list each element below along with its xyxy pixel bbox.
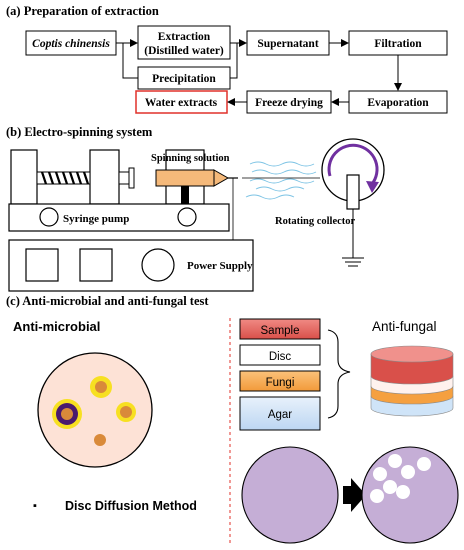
- supernatant-label: Supernatant: [257, 38, 319, 50]
- legend-agar-box: [239, 396, 321, 431]
- anti-microbial-title: Anti-microbial: [13, 319, 100, 334]
- pump-mid-block: [89, 149, 120, 205]
- power-supply: [8, 239, 254, 292]
- layer-legend: Sample Disc Fungi Agar: [239, 318, 321, 431]
- precipitation-label: Precipitation: [152, 73, 216, 85]
- coptis-box: [25, 30, 117, 56]
- filtration-box: [348, 30, 448, 56]
- plunger-rod: [118, 171, 130, 185]
- syringe-pump: [8, 149, 230, 232]
- legend-sample-label: Sample: [261, 325, 300, 337]
- extraction-sublabel: (Distilled water): [144, 45, 224, 57]
- legend-brace: [327, 329, 351, 419]
- syringe: [155, 169, 238, 187]
- extraction-label: Extraction: [158, 31, 211, 43]
- water-extracts-label: Water extracts: [145, 97, 218, 109]
- stack-top: [370, 345, 454, 363]
- rotating-collector-label: Rotating collector: [275, 216, 356, 227]
- section-b-title: (b) Electro-spinning system: [6, 125, 153, 139]
- legend-fungi-box: [239, 370, 321, 392]
- pump-left-block: [10, 149, 38, 205]
- spinning-solution-label: Spinning solution: [151, 153, 230, 164]
- supernatant-box: [246, 30, 330, 56]
- power-supply-label: Power Supply: [187, 260, 253, 272]
- collector-stand: [346, 174, 360, 210]
- arrow-precipitation-left: [122, 43, 138, 79]
- legend-disc-label: Disc: [269, 351, 292, 363]
- wiring: [232, 177, 320, 240]
- pump-screw-threads: [40, 171, 90, 185]
- layered-dish-stack: [370, 345, 454, 417]
- pump-wheel-right: [177, 207, 197, 227]
- syringe-pump-label: Syringe pump: [63, 213, 129, 225]
- disc-large: [61, 408, 73, 420]
- extraction-box: [137, 25, 231, 60]
- power-knob-square-2: [79, 248, 113, 282]
- freeze-drying-label: Freeze drying: [255, 97, 323, 109]
- evaporation-label: Evaporation: [367, 97, 429, 109]
- inhibition-spots: [370, 454, 431, 503]
- anti-fungal-title: Anti-fungal: [372, 319, 437, 334]
- section-a-title: (a) Preparation of extraction: [6, 4, 159, 18]
- pump-wheel-left: [39, 207, 59, 227]
- arrow-precipitation-right: [230, 43, 238, 79]
- legend-disc-box: [239, 344, 321, 366]
- plunger-head: [128, 167, 135, 189]
- petri-dish-microbial: [37, 352, 153, 468]
- power-dial: [141, 248, 175, 282]
- disc-bottom: [94, 434, 106, 446]
- stack-sample-layer: [370, 353, 454, 385]
- flow-arrows: [116, 39, 402, 106]
- fiber-jet: [245, 161, 317, 200]
- rotating-collector: [321, 138, 385, 267]
- petri-dish: [37, 352, 153, 468]
- syringe-barrel: [155, 169, 215, 187]
- result-arrow: [343, 478, 366, 512]
- dish-before: [241, 446, 339, 544]
- coptis-label: Coptis chinensis: [32, 38, 110, 50]
- syringe-holder: [181, 180, 189, 204]
- disc-top: [95, 381, 107, 393]
- syringe-tip: [213, 169, 230, 187]
- legend-sample-box: [239, 318, 321, 340]
- power-knob-square-1: [25, 248, 59, 282]
- section-c-title: (c) Anti-microbial and anti-fungal test: [6, 294, 209, 308]
- rotation-arrowhead: [366, 181, 379, 193]
- rotation-arrow: [327, 143, 379, 185]
- legend-agar-label: Agar: [268, 409, 292, 421]
- fungal-result-comparison: [241, 446, 459, 544]
- disc-diffusion-label: Disc Diffusion Method: [65, 499, 197, 513]
- legend-fungi-label: Fungi: [266, 377, 295, 389]
- bullet: ▪: [33, 500, 37, 512]
- disc-right: [120, 406, 132, 418]
- filtration-label: Filtration: [374, 38, 422, 50]
